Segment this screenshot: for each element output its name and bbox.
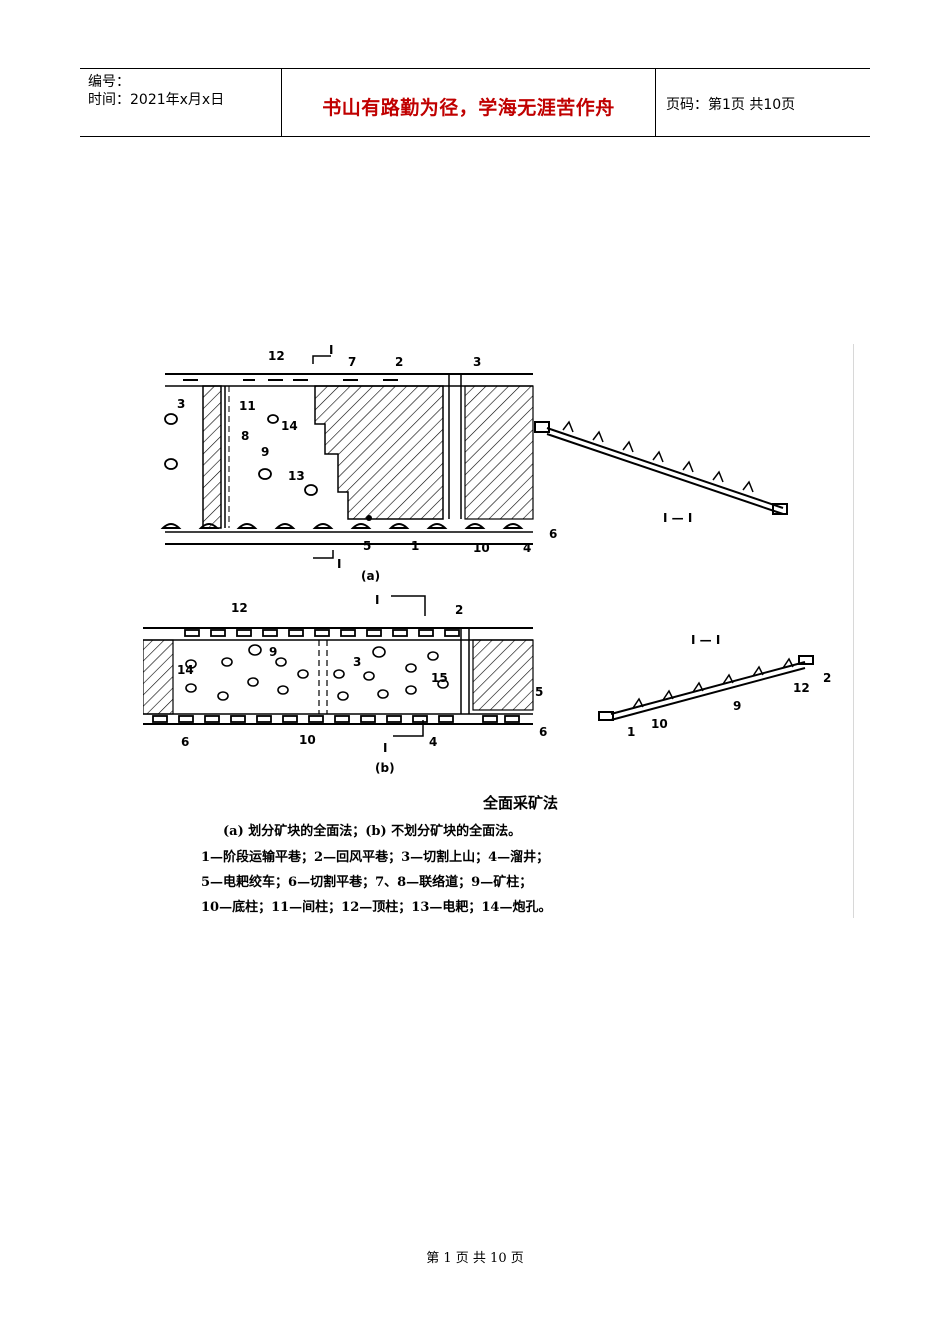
- section-label-a: I — I: [663, 511, 692, 525]
- label-a-3-right: 3: [473, 355, 481, 369]
- label-b-2: 2: [455, 603, 463, 617]
- label-a-3-left: 3: [177, 397, 185, 411]
- page-footer: 第 1 页 共 10 页: [426, 1251, 524, 1266]
- label-b-6-right: 6: [539, 725, 547, 739]
- number-label: 编号：: [88, 74, 130, 90]
- mining-method-figure: 12 7 2 3 3 11 8 14 9 13 5 1 10 4 6 I I (…: [143, 344, 854, 918]
- motto-text: 书山有路勤为径，学海无涯苦作舟: [322, 97, 615, 119]
- label-a-2: 2: [395, 355, 403, 369]
- label-b-9: 9: [269, 645, 277, 659]
- label-b-4: 4: [429, 735, 437, 749]
- page-info: 页码：第1页 共10页: [666, 97, 796, 113]
- label-b-10: 10: [299, 733, 316, 747]
- label-a-11: 11: [239, 399, 256, 413]
- section-marker-b-top: I: [375, 593, 379, 607]
- section-marker-b-bottom: I: [383, 741, 387, 755]
- label-a-14: 14: [281, 419, 298, 433]
- label-a-4: 4: [523, 541, 531, 555]
- caption-line-1: (a) 划分矿块的全面法；(b) 不划分矿块的全面法。: [223, 824, 522, 839]
- label-b-sec-2: 2: [823, 671, 831, 685]
- section-marker-a-bottom: I: [337, 557, 341, 571]
- header-motto-cell: 书山有路勤为径，学海无涯苦作舟: [282, 69, 656, 136]
- caption-line-3: 5—电耙绞车；6—切割平巷；7、8—联络道；9—矿柱；: [201, 875, 533, 890]
- label-b-14: 14: [177, 663, 194, 677]
- caption-line-4: 10—底柱；11—间柱；12—顶柱；13—电耙；14—炮孔。: [201, 900, 552, 915]
- diagram-a: 12 7 2 3 3 11 8 14 9 13 5 1 10 4 6 I I (…: [160, 344, 788, 583]
- caption-title: 全面采矿法: [483, 794, 559, 812]
- label-b-6-left: 6: [181, 735, 189, 749]
- section-marker-a-top: I: [329, 344, 333, 357]
- label-b-sec-12: 12: [793, 681, 810, 695]
- label-b-sec-9: 9: [733, 699, 741, 713]
- label-a-7: 7: [348, 355, 356, 369]
- document-header: 编号： 时间：2021年x月x日 书山有路勤为径，学海无涯苦作舟 页码：第1页 …: [80, 68, 870, 137]
- label-a-12: 12: [268, 349, 285, 363]
- label-a-8: 8: [241, 429, 249, 443]
- diagram-b: 12 2 14 9 3 15 5 6 6 10 4 I I (b) I — I …: [143, 593, 831, 775]
- time-label: 时间：2021年x月x日: [88, 92, 225, 108]
- label-a-9: 9: [261, 445, 269, 459]
- label-a-10: 10: [473, 541, 490, 555]
- label-b-12: 12: [231, 601, 248, 615]
- label-b-15: 15: [431, 671, 448, 685]
- sublabel-a: (a): [361, 569, 380, 583]
- label-b-3: 3: [353, 655, 361, 669]
- label-b-sec-10: 10: [651, 717, 668, 731]
- label-a-1: 1: [411, 539, 419, 553]
- sublabel-b: (b): [375, 761, 395, 775]
- label-b-sec-1: 1: [627, 725, 635, 739]
- header-info-cell: 编号： 时间：2021年x月x日: [80, 69, 282, 136]
- label-a-5: 5: [363, 539, 371, 553]
- label-b-5: 5: [535, 685, 543, 699]
- section-label-b: I — I: [691, 633, 720, 647]
- label-a-13: 13: [288, 469, 305, 483]
- header-page-cell: 页码：第1页 共10页: [656, 69, 870, 136]
- caption-line-2: 1—阶段运输平巷；2—回风平巷；3—切割上山；4—溜井；: [201, 850, 550, 865]
- label-a-6: 6: [549, 527, 557, 541]
- figure-drawing: 12 7 2 3 3 11 8 14 9 13 5 1 10 4 6 I I (…: [143, 344, 831, 775]
